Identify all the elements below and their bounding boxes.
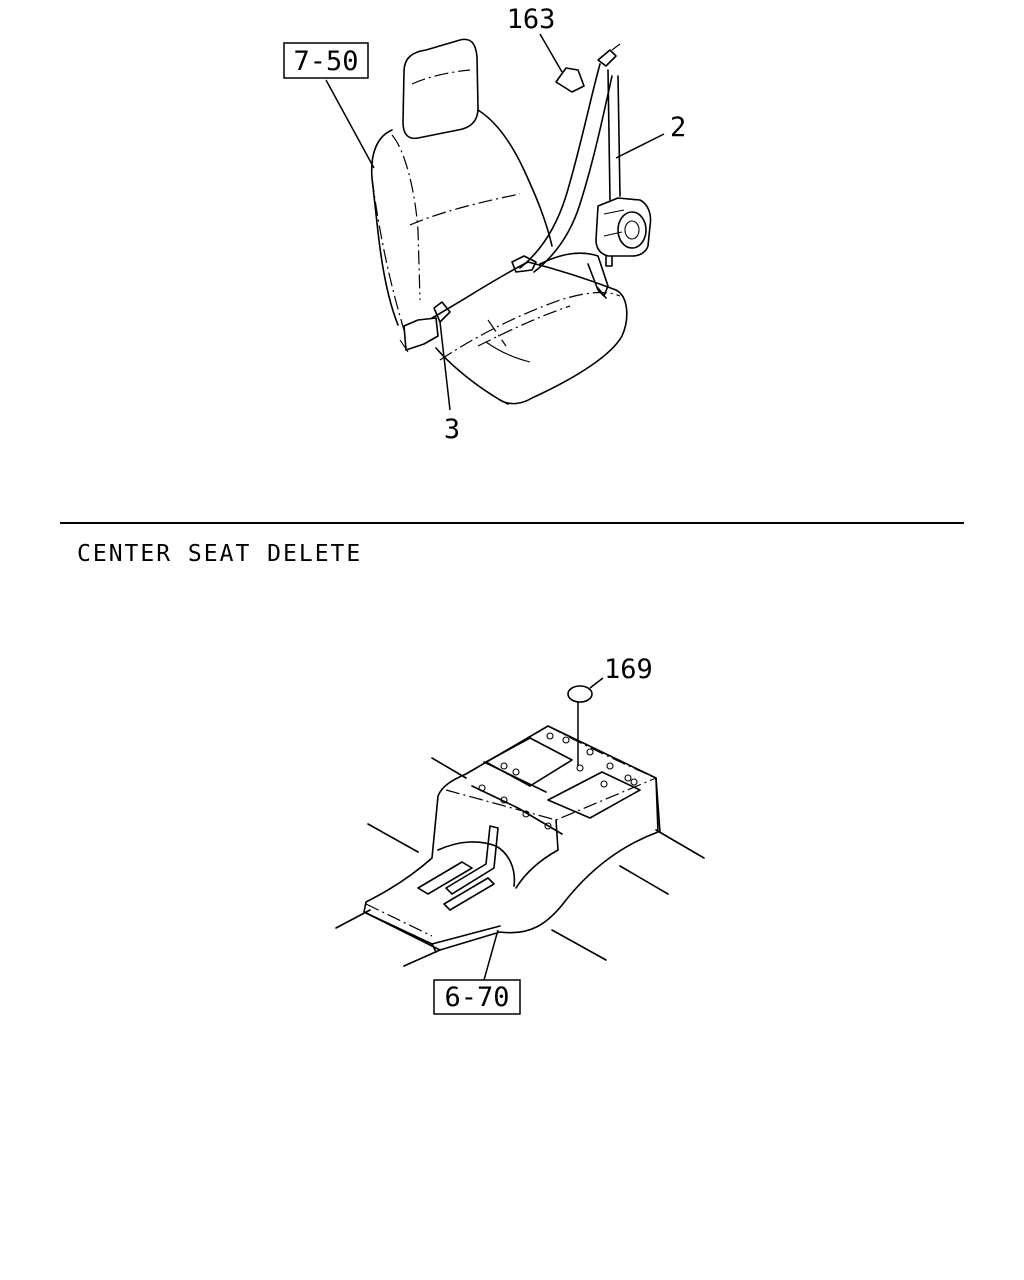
leader-lines-lower bbox=[483, 677, 604, 981]
callout-163[interactable]: 163 bbox=[507, 4, 556, 35]
section-title: CENTER SEAT DELETE bbox=[77, 541, 362, 567]
center-console-view: 169 6-70 bbox=[335, 654, 705, 1015]
floor-reference-lines bbox=[335, 757, 705, 967]
plug bbox=[567, 685, 593, 766]
callout-7-50-label: 7-50 bbox=[293, 46, 358, 77]
shoulder-anchor-cover bbox=[555, 43, 621, 93]
lap-belt-anchor bbox=[511, 252, 609, 299]
mounting-holes bbox=[478, 732, 638, 830]
callout-2[interactable]: 2 bbox=[670, 112, 686, 143]
leader-lines-upper bbox=[325, 33, 665, 411]
callout-6-70[interactable]: 6-70 bbox=[433, 979, 521, 1015]
retractor bbox=[595, 197, 652, 267]
seat-belt-assembly-view: 7-50 163 2 3 bbox=[283, 4, 686, 445]
shoulder-belt-webbing bbox=[519, 63, 621, 273]
callout-7-50[interactable]: 7-50 bbox=[283, 42, 369, 79]
callout-6-70-label: 6-70 bbox=[444, 982, 509, 1013]
callout-3[interactable]: 3 bbox=[444, 414, 460, 445]
seat-back bbox=[370, 109, 553, 331]
headrest bbox=[402, 38, 479, 140]
seat-cushion bbox=[431, 261, 628, 405]
center-console bbox=[363, 725, 661, 953]
callout-169[interactable]: 169 bbox=[604, 654, 653, 685]
buckle bbox=[399, 301, 451, 353]
